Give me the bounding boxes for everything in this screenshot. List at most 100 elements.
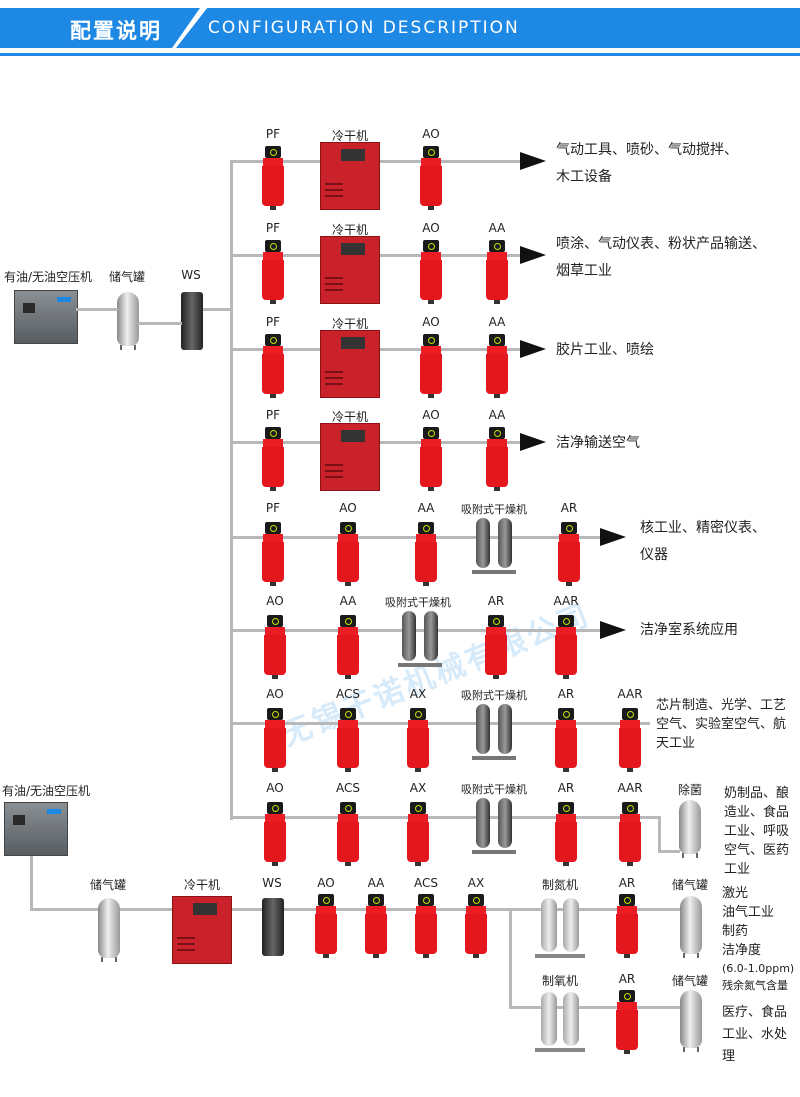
adsorption-dryer-icon xyxy=(396,607,444,673)
row7-label-3: AX xyxy=(409,687,427,701)
ws-filter-icon xyxy=(181,292,203,350)
row3-desc: 胶片工业、喷绘 xyxy=(556,342,654,358)
lower-label-ws: WS xyxy=(262,876,282,890)
header-title-block: 配置说明 xyxy=(0,8,200,48)
row5-label-1: PF xyxy=(265,501,281,515)
row5-label-4: 吸附式干燥机 xyxy=(461,503,527,516)
arrow-icon xyxy=(520,152,546,170)
row2-label-2: 冷干机 xyxy=(331,223,369,237)
ar-filter-icon xyxy=(555,802,577,866)
ax-filter-icon xyxy=(407,708,429,772)
row4-label-4: AA xyxy=(488,408,506,422)
row7-label-2: ACS xyxy=(336,687,360,701)
aar-filter-icon xyxy=(619,802,641,866)
ao-filter-icon xyxy=(420,427,442,491)
aa-filter-icon xyxy=(486,334,508,398)
header-title-en: CONFIGURATION DESCRIPTION xyxy=(208,18,520,38)
row1-desc: 气动工具、喷砂、气动搅拌、木工设备 xyxy=(556,142,738,185)
row1-label-1: PF xyxy=(265,127,281,141)
ao-filter-icon xyxy=(264,708,286,772)
row7-label-6: AAR xyxy=(617,687,643,701)
pipe xyxy=(658,850,680,853)
pipe xyxy=(230,441,530,444)
header-subtitle-block: CONFIGURATION DESCRIPTION xyxy=(176,8,800,48)
lower-label-aa: AA xyxy=(367,876,385,890)
pipe xyxy=(203,308,233,311)
branch2-label-2: AR xyxy=(618,972,636,986)
ar-filter-icon xyxy=(558,522,580,586)
ao-filter-icon xyxy=(264,802,286,866)
row6-label-4: AR xyxy=(487,594,505,608)
pf-filter-icon xyxy=(262,334,284,398)
ao-filter-icon xyxy=(420,146,442,210)
row4-desc: 洁净输送空气 xyxy=(556,435,640,451)
ao-filter-icon xyxy=(264,615,286,679)
tank-icon xyxy=(680,896,702,958)
row8-label-1: AO xyxy=(266,781,284,795)
refrigerated-dryer-icon xyxy=(320,142,380,210)
pipe xyxy=(230,348,530,351)
adsorption-dryer-icon xyxy=(470,794,518,860)
arrow-icon xyxy=(520,246,546,264)
ar-filter-icon xyxy=(555,708,577,772)
ws-label: WS xyxy=(181,268,201,282)
branch1-desc: 激光油气工业制药洁净度 (6.0-1.0ppm)残余氮气含量 xyxy=(722,886,795,992)
lower-label-ao: AO xyxy=(317,876,335,890)
pf-filter-icon xyxy=(262,427,284,491)
arrow-icon xyxy=(520,433,546,451)
lower-label-dryer: 冷干机 xyxy=(183,878,221,892)
lower-compressor-label: 有油/无油空压机 xyxy=(1,784,91,798)
aa-filter-icon xyxy=(486,240,508,304)
row3-label-1: PF xyxy=(265,315,281,329)
arrow-icon xyxy=(520,340,546,358)
ar-filter-icon xyxy=(485,615,507,679)
tank-icon xyxy=(98,898,120,962)
tank-icon xyxy=(117,292,139,350)
branch2-label-3: 储气罐 xyxy=(671,974,709,988)
row8-label-4: 吸附式干燥机 xyxy=(461,783,527,796)
oxygen-generator-icon xyxy=(535,988,585,1054)
ao-filter-icon xyxy=(420,240,442,304)
arrow-icon xyxy=(600,621,626,639)
row6-label-2: AA xyxy=(339,594,357,608)
lower-label-ax: AX xyxy=(467,876,485,890)
row4-label-1: PF xyxy=(265,408,281,422)
row7-label-1: AO xyxy=(266,687,284,701)
ax-filter-icon xyxy=(407,802,429,866)
acs-filter-icon xyxy=(337,802,359,866)
row3-label-3: AO xyxy=(422,315,440,329)
ax-filter-icon xyxy=(465,894,487,958)
row6-label-3: 吸附式干燥机 xyxy=(385,596,451,609)
branch2-desc: 医疗、食品工业、水处理 xyxy=(722,1005,788,1064)
pipe xyxy=(230,536,600,539)
arrow-icon xyxy=(600,528,626,546)
pipe xyxy=(509,908,689,911)
row3-label-4: AA xyxy=(488,315,506,329)
tank-label: 储气罐 xyxy=(108,270,146,284)
pipe xyxy=(509,1006,689,1009)
main-header-pipe xyxy=(230,160,233,820)
aa-filter-icon xyxy=(486,427,508,491)
acs-filter-icon xyxy=(337,708,359,772)
row3-label-2: 冷干机 xyxy=(331,317,369,331)
refrigerated-dryer-icon xyxy=(172,896,232,964)
row6-label-1: AO xyxy=(266,594,284,608)
aa-filter-icon xyxy=(365,894,387,958)
pf-filter-icon xyxy=(262,146,284,210)
pipe xyxy=(230,816,660,819)
ws-filter-icon xyxy=(262,898,284,956)
row6-label-5: AAR xyxy=(553,594,579,608)
row5-label-5: AR xyxy=(560,501,578,515)
pipe xyxy=(30,856,33,910)
branch1-label-2: AR xyxy=(618,876,636,890)
header-title-cn: 配置说明 xyxy=(70,19,162,43)
row8-label-2: ACS xyxy=(336,781,360,795)
row1-label-3: AO xyxy=(422,127,440,141)
compressor-label: 有油/无油空压机 xyxy=(3,270,93,284)
lower-label-tank: 储气罐 xyxy=(89,878,127,892)
row5-label-3: AA xyxy=(417,501,435,515)
aa-filter-icon xyxy=(415,522,437,586)
branch1-label-3: 储气罐 xyxy=(671,878,709,892)
aa-filter-icon xyxy=(337,615,359,679)
branch2-label-1: 制氧机 xyxy=(541,974,579,988)
